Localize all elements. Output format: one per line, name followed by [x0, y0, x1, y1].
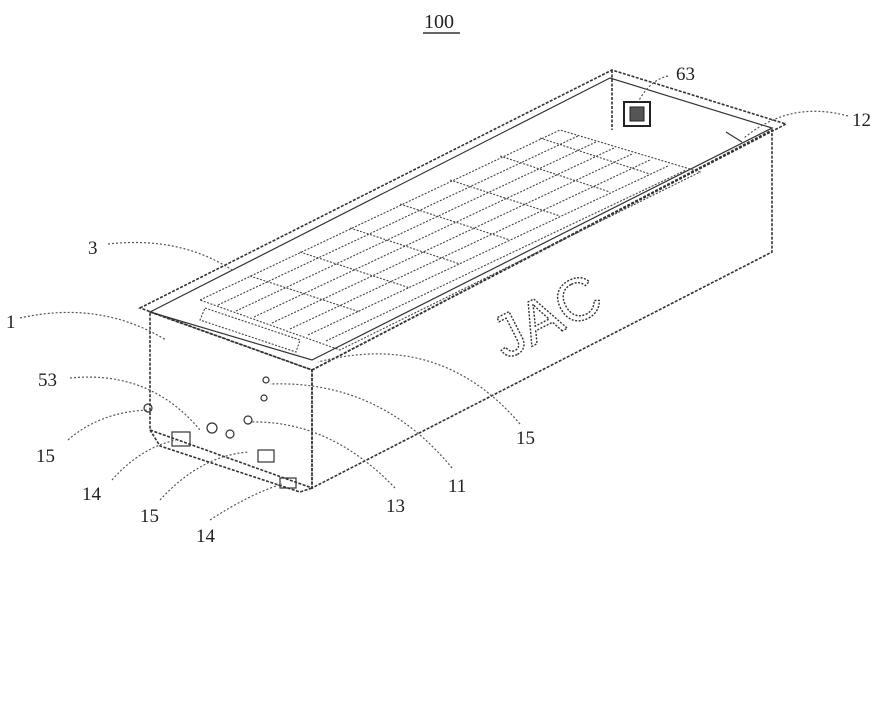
bracket [279, 477, 297, 489]
leader-63 [637, 75, 669, 103]
connector-socket [629, 106, 645, 122]
module-divider [539, 137, 651, 175]
leader-15a [67, 409, 149, 441]
connector-housing [623, 101, 651, 127]
callout-53: 53 [38, 370, 57, 391]
reference-numerals: 63 12 3 1 53 15 14 15 14 13 11 15 [6, 64, 871, 547]
module-divider [449, 179, 561, 217]
figure-number: 100 [424, 11, 454, 33]
module-divider [499, 155, 611, 193]
leader-14a [111, 439, 177, 481]
leader-1 [19, 311, 167, 341]
callout-15b: 15 [140, 506, 159, 527]
box-top-rim [137, 69, 789, 371]
box-front-face [149, 310, 313, 490]
bracket [171, 431, 191, 447]
leader-13 [249, 421, 396, 489]
leader-3 [107, 241, 233, 271]
module-divider [299, 251, 411, 289]
module-divider [249, 275, 361, 313]
leader-lines [19, 75, 849, 521]
callout-14b: 14 [196, 526, 216, 547]
front-face-features [143, 131, 743, 489]
bolt [143, 403, 153, 413]
callout-63: 63 [676, 64, 695, 85]
bolt [243, 415, 253, 425]
battery-modules [198, 129, 702, 353]
front-crossbar [199, 307, 301, 353]
leader-12 [743, 110, 849, 139]
callout-13: 13 [386, 496, 405, 517]
box-side-face [311, 128, 773, 490]
callout-12: 12 [852, 110, 871, 131]
leader-11 [269, 383, 453, 469]
module-tray [198, 129, 702, 351]
connector-63 [623, 101, 651, 127]
bolt [225, 429, 235, 439]
leader-14b [209, 483, 283, 521]
module-divider [399, 203, 511, 241]
bolt [260, 394, 268, 402]
box-bottom-flange [149, 429, 313, 493]
battery-box [137, 69, 789, 493]
callout-15c: 15 [516, 428, 535, 449]
bolt [206, 422, 218, 434]
callout-11: 11 [448, 476, 466, 497]
callout-14a: 14 [82, 484, 102, 505]
leader-15b [159, 451, 249, 501]
callout-15a: 15 [36, 446, 55, 467]
leader-15c [317, 353, 521, 425]
callout-1: 1 [6, 312, 16, 333]
module-slat [217, 135, 579, 306]
brand-mark: JAC [480, 260, 611, 371]
hook-12 [725, 131, 743, 143]
box-inner-rim [148, 77, 774, 361]
callout-3: 3 [88, 238, 98, 259]
bracket [257, 449, 275, 463]
module-divider [349, 227, 461, 265]
bolt [262, 376, 270, 384]
leader-53 [69, 376, 201, 431]
